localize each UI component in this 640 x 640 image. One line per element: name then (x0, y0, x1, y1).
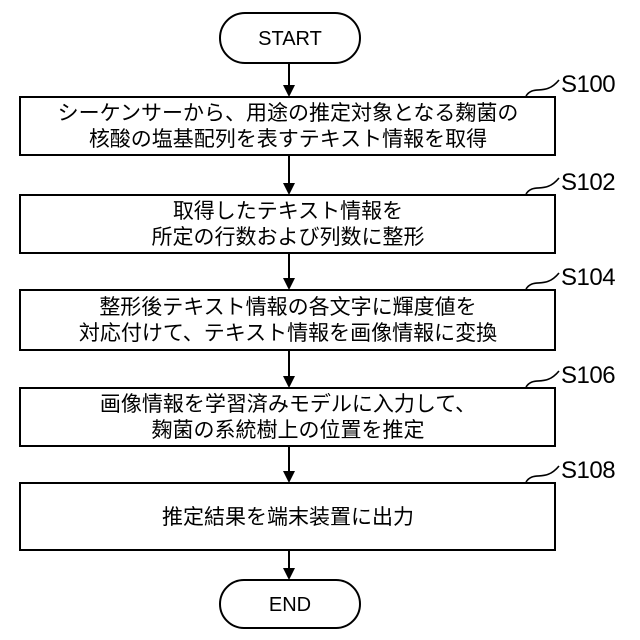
flow-arrow (283, 350, 295, 388)
step-s106: 画像情報を学習済みモデルに入力して、 麹菌の系統樹上の位置を推定 S106 (20, 362, 615, 446)
end-terminal-label: END (269, 594, 311, 616)
start-terminal: START (220, 13, 360, 63)
step-label-connector (526, 466, 559, 482)
flow-arrow (283, 550, 295, 580)
start-terminal-label: START (258, 28, 322, 50)
step-label-connector (526, 80, 559, 96)
step-label-s102: S102 (561, 169, 615, 196)
step-s102: 取得したテキスト情報を 所定の行数および列数に整形 S102 (20, 169, 615, 253)
step-s102-line-2: 所定の行数および列数に整形 (152, 225, 425, 249)
step-s108-line-1: 推定結果を端末装置に出力 (162, 505, 414, 529)
flow-arrow (283, 63, 295, 97)
step-s104: 整形後テキスト情報の各文字に輝度値を 対応付けて、テキスト情報を画像情報に変換 … (20, 264, 615, 350)
step-s104-line-2: 対応付けて、テキスト情報を画像情報に変換 (79, 321, 497, 345)
flow-arrow (283, 253, 295, 290)
step-s106-line-1: 画像情報を学習済みモデルに入力して、 (100, 392, 476, 416)
step-label-connector (526, 273, 559, 289)
step-s100: シーケンサーから、用途の推定対象となる麹菌の 核酸の塩基配列を表すテキスト情報を… (20, 71, 615, 155)
step-label-s106: S106 (561, 362, 615, 389)
step-label-connector (526, 178, 559, 194)
step-s102-line-1: 取得したテキスト情報を (173, 199, 403, 223)
step-label-s108: S108 (561, 457, 615, 484)
step-s100-line-1: シーケンサーから、用途の推定対象となる麹菌の (58, 101, 519, 125)
step-s108: 推定結果を端末装置に出力 S108 (20, 457, 615, 550)
step-label-connector (526, 371, 559, 387)
step-label-s104: S104 (561, 264, 615, 291)
flow-arrow (283, 155, 295, 195)
step-s100-line-2: 核酸の塩基配列を表すテキスト情報を取得 (89, 127, 487, 151)
step-s106-line-2: 麹菌の系統樹上の位置を推定 (152, 418, 425, 442)
end-terminal: END (220, 580, 360, 628)
flow-arrow (283, 446, 295, 483)
step-label-s100: S100 (561, 71, 615, 98)
step-s104-line-1: 整形後テキスト情報の各文字に輝度値を (99, 295, 476, 319)
